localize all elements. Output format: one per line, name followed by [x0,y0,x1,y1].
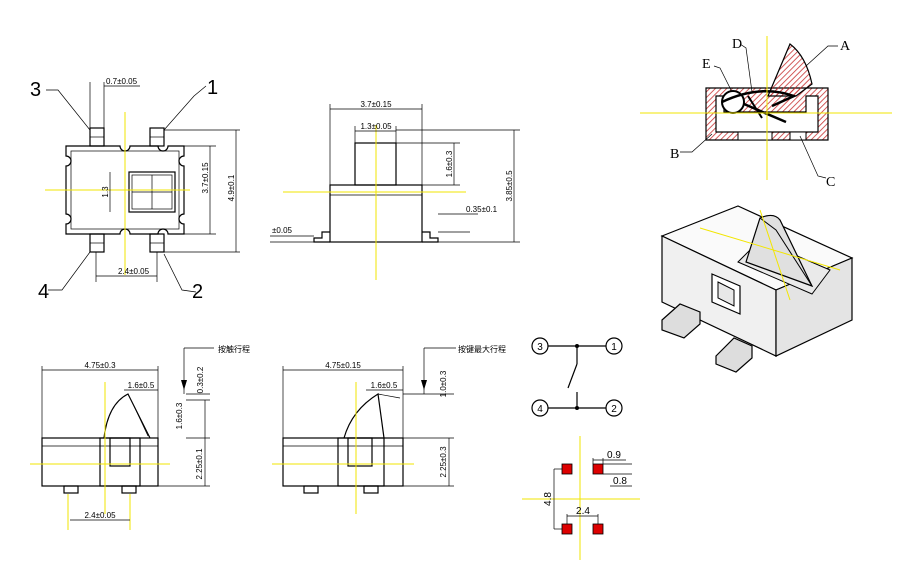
dim-lead: 0.35±0.1 [466,205,498,214]
dim-pad-height: 0.8 [613,476,627,487]
action1-lever-height: 1.6±0.3 [175,402,184,429]
action1-travel: 0.3±0.2 [196,366,205,393]
dim-side-stem: 1.3±0.05 [360,122,392,131]
pin-label-2: 2 [192,281,203,303]
dim-pad-width: 0.9 [607,450,621,461]
section-label-b: B [670,147,679,162]
pin-label-3: 3 [30,79,41,101]
dim-body-height: 3.7±0.15 [201,162,210,194]
dim-pin-width: 0.7±0.05 [106,77,138,86]
pad-bottom-right [592,523,604,535]
section-label-c: C [826,175,835,190]
node-label-1: 1 [611,342,617,353]
isometric-view [660,205,854,373]
action2-travel: 1.0±0.3 [439,370,448,397]
actuator-outline [128,171,176,213]
node-3 [531,337,549,355]
pcb-footprint: 0.9 0.8 4.8 2.4 [522,436,640,560]
node-4 [531,399,549,417]
action1-lever: 1.6±0.5 [128,381,155,390]
pad-bottom-left [561,523,573,535]
dim-actuator: 1.3 [101,186,110,198]
action1-note: 按触行程 [218,344,250,354]
dim-side-height: 3.85±0.5 [505,170,514,202]
pad-top-right [592,463,604,475]
section-view: A B C D E [640,36,892,190]
action2-body [282,437,404,487]
dim-stem-height: 1.6±0.3 [445,150,454,177]
action-view-1: 按触行程 4.75±0.3 1.6±0.5 0.3±0.2 1.6±0.3 2.… [30,344,250,530]
action2-body-height: 2.25±0.3 [439,446,448,478]
pin-label-4: 4 [38,281,49,303]
action-view-2: 按键最大行程 4.75±0.15 1.6±0.5 1.0±0.3 2.25±0.… [272,344,506,514]
dim-total-height: 4.9±0.1 [227,174,236,201]
dim-side-width: 3.7±0.15 [360,100,392,109]
section-label-a: A [840,39,851,54]
action1-body-height: 2.25±0.1 [195,448,204,480]
action2-lever: 1.6±0.5 [371,381,398,390]
node-label-3: 3 [537,342,543,353]
action1-pins: 2.4±0.05 [84,511,116,520]
section-label-e: E [702,57,711,72]
dim-left: ±0.05 [272,226,293,235]
section-label-d: D [732,37,742,52]
node-label-2: 2 [611,404,617,415]
dim-pitch-vertical: 4.8 [543,492,554,506]
node-1 [605,337,623,355]
node-label-4: 4 [537,404,543,415]
switch-schematic: 3 1 4 2 [531,337,623,417]
pad-top-left [561,463,573,475]
node-2 [605,399,623,417]
pin-label-1: 1 [207,77,218,99]
side-view: 3.7±0.15 1.3±0.05 1.6±0.3 3.85±0.5 0.35±… [270,100,520,280]
dim-pitch-horizontal: 2.4 [576,506,590,517]
action2-note: 按键最大行程 [458,344,506,354]
action1-length: 4.75±0.3 [84,361,116,370]
action2-length: 4.75±0.15 [325,361,361,370]
dim-pin-pitch: 2.4±0.05 [118,267,150,276]
top-view: 3 1 4 2 0.7±0.05 3.7±0.15 4.9±0.1 1.3 2.… [30,77,240,303]
